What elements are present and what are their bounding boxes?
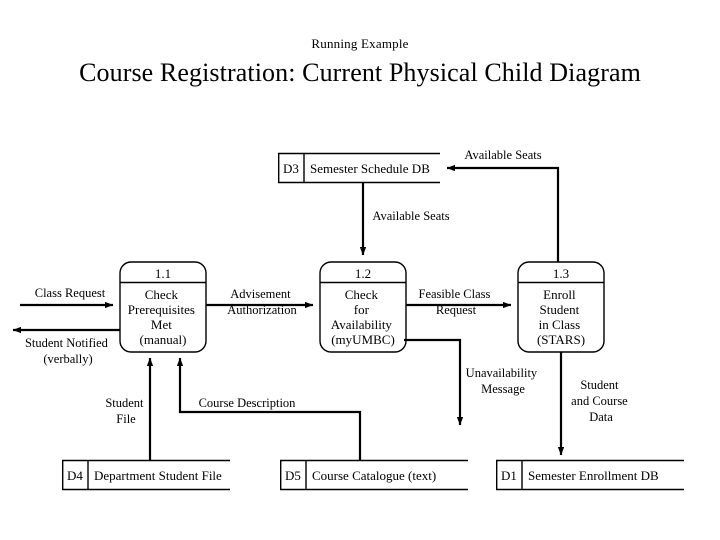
flow-label-unavailability: Unavailability Message	[466, 366, 541, 396]
datastore-d5-id: D5	[285, 468, 301, 483]
datastore-d1[interactable]: D1 Semester Enrollment DB	[496, 459, 684, 491]
datastore-d1-label: Semester Enrollment DB	[528, 468, 659, 483]
datastore-d3-label: Semester Schedule DB	[310, 161, 430, 176]
flow-student-file: Student File	[105, 357, 154, 460]
flow-unavailability-message: Unavailability Message	[404, 338, 541, 426]
datastore-d1-id: D1	[501, 468, 517, 483]
process-1-1-label: Check Prerequisites Met (manual)	[128, 287, 198, 347]
process-1-2[interactable]: 1.2 Check for Availability (myUMBC)	[319, 261, 407, 353]
flow-label-course-description: Course Description	[199, 396, 297, 410]
process-1-3-number: 1.3	[553, 266, 569, 281]
datastore-d4[interactable]: D4 Department Student File	[62, 459, 230, 491]
slide-subtitle: Running Example	[311, 36, 409, 51]
datastore-d5-label: Course Catalogue (text)	[312, 468, 436, 483]
flow-label-class-request: Class Request	[35, 286, 106, 300]
flow-label-available-seats-mid: Available Seats	[372, 209, 449, 223]
flow-available-seats-to-d3: Available Seats	[446, 148, 560, 262]
flow-label-feasible-class-request: Feasible Class Request	[419, 287, 494, 317]
flow-advisement-authorization: Advisement Authorization	[206, 287, 314, 317]
datastore-d5[interactable]: D5 Course Catalogue (text)	[280, 459, 468, 491]
datastore-d4-label: Department Student File	[94, 468, 222, 483]
process-1-1[interactable]: 1.1 Check Prerequisites Met (manual)	[119, 261, 207, 353]
flow-available-seats-to-12: Available Seats	[359, 183, 450, 256]
process-1-3[interactable]: 1.3 Enroll Student in Class (STARS)	[517, 261, 605, 353]
flow-class-request: Class Request	[20, 286, 114, 309]
process-1-2-number: 1.2	[355, 266, 371, 281]
process-1-2-label: Check for Availability (myUMBC)	[331, 287, 395, 347]
flow-label-student-file: Student File	[105, 396, 146, 426]
flow-course-description: Course Description	[176, 357, 362, 460]
page-title: Course Registration: Current Physical Ch…	[79, 58, 641, 87]
flow-label-available-seats-top: Available Seats	[464, 148, 541, 162]
flow-student-notified: Student Notified (verbally)	[12, 326, 120, 366]
datastore-d3-id: D3	[283, 161, 299, 176]
flow-label-student-and-course-data: Student and Course Data	[571, 378, 631, 424]
flow-label-student-notified: Student Notified (verbally)	[25, 336, 111, 366]
datastore-d3[interactable]: D3 Semester Schedule DB	[278, 152, 440, 184]
datastore-d4-id: D4	[67, 468, 83, 483]
flow-feasible-class-request: Feasible Class Request	[406, 287, 512, 317]
process-1-1-number: 1.1	[155, 266, 171, 281]
process-1-3-label: Enroll Student in Class (STARS)	[537, 287, 585, 347]
flow-label-advisement: Advisement Authorization	[227, 287, 297, 317]
flow-student-and-course-data: Student and Course Data	[557, 352, 631, 456]
